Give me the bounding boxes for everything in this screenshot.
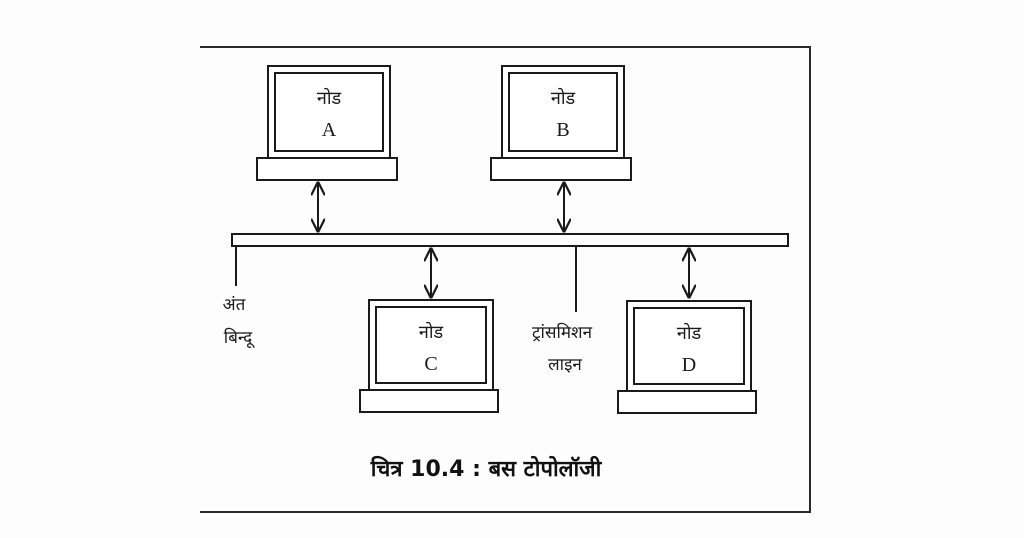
end-point-label-line1: अंत	[223, 295, 246, 315]
node-a-base	[256, 157, 398, 181]
node-a-label: नोड	[317, 87, 342, 109]
node-b-monitor-inner	[508, 72, 618, 152]
node-d-base	[617, 390, 757, 414]
node-d-monitor-inner	[633, 307, 745, 385]
figure-caption: चित्र 10.4 : बस टोपोलॉजी	[370, 455, 603, 482]
bus-backbone	[231, 233, 789, 247]
transmission-line-label-line2: लाइन	[548, 355, 582, 375]
node-b: नोड B	[490, 65, 632, 181]
node-b-base	[490, 157, 632, 181]
node-a-monitor-inner	[274, 72, 384, 152]
node-a-letter: A	[322, 119, 337, 141]
node-c-letter: C	[424, 353, 437, 375]
transmission-line-label-line1: ट्रांसमिशन	[532, 322, 593, 343]
node-b-label: नोड	[551, 87, 576, 109]
node-d-letter: D	[682, 354, 696, 376]
node-c: नोड C	[359, 299, 499, 413]
node-d: नोड D	[617, 300, 757, 414]
node-c-base	[359, 389, 499, 413]
node-c-label: नोड	[419, 321, 444, 343]
node-d-label: नोड	[677, 322, 702, 344]
node-c-monitor-inner	[375, 306, 487, 384]
end-point-label-line2: बिन्दू	[224, 327, 255, 348]
node-a: नोड A	[256, 65, 398, 181]
node-b-letter: B	[556, 119, 569, 141]
frame-border	[200, 46, 811, 513]
